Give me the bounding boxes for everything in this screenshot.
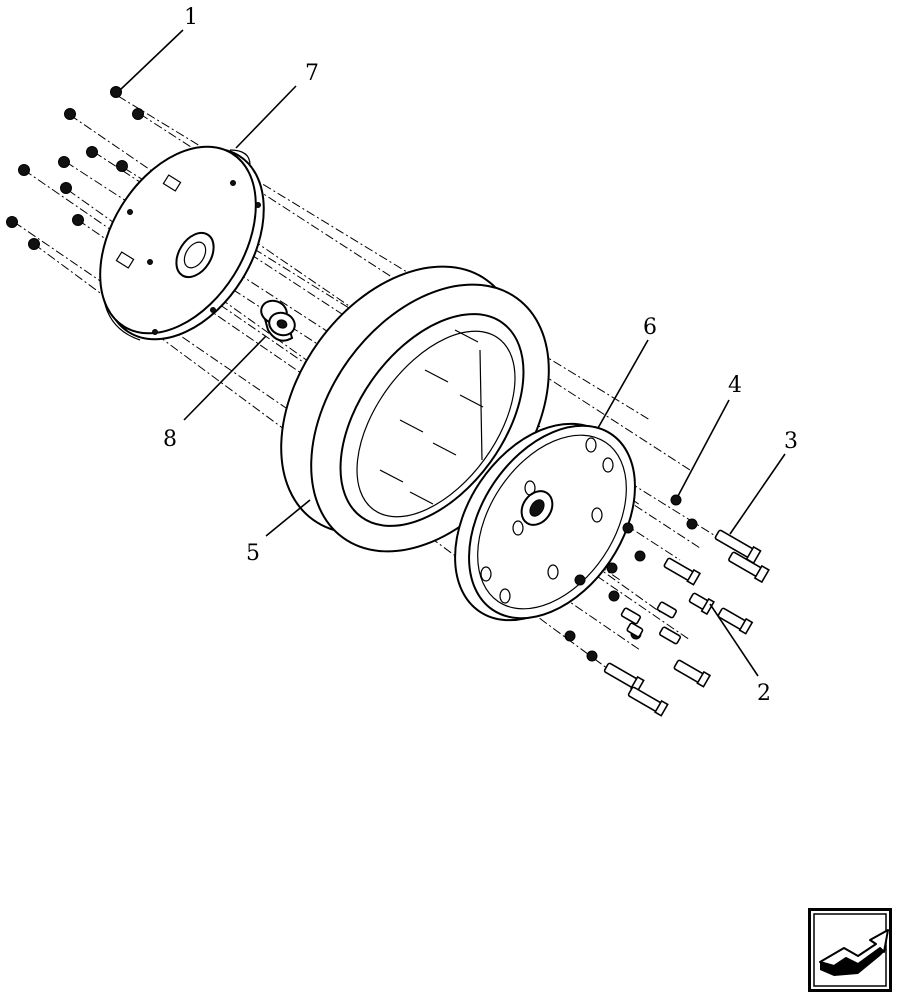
nuts-part-1	[6, 86, 144, 250]
next-page-button[interactable]	[808, 908, 892, 992]
inner-disc-part-7	[99, 145, 265, 341]
bushing-part-8	[260, 299, 296, 342]
callout-2: 2	[757, 681, 771, 706]
callout-7: 7	[305, 61, 319, 86]
bolts-part-3	[603, 529, 770, 717]
bolts-part-2	[626, 592, 715, 638]
tire-part-5	[280, 265, 550, 553]
callout-3: 3	[784, 429, 798, 454]
callout-8: 8	[163, 427, 177, 452]
next-page-arrow-icon	[808, 908, 892, 992]
callout-4: 4	[728, 373, 742, 398]
outer-disc-part-6	[454, 422, 636, 622]
callout-5: 5	[246, 541, 260, 566]
callout-6: 6	[643, 315, 657, 340]
callout-1: 1	[184, 5, 198, 30]
callout-labels: 1 2 3 4 5 6 7 8	[163, 5, 798, 706]
callout-leaders	[119, 29, 786, 677]
